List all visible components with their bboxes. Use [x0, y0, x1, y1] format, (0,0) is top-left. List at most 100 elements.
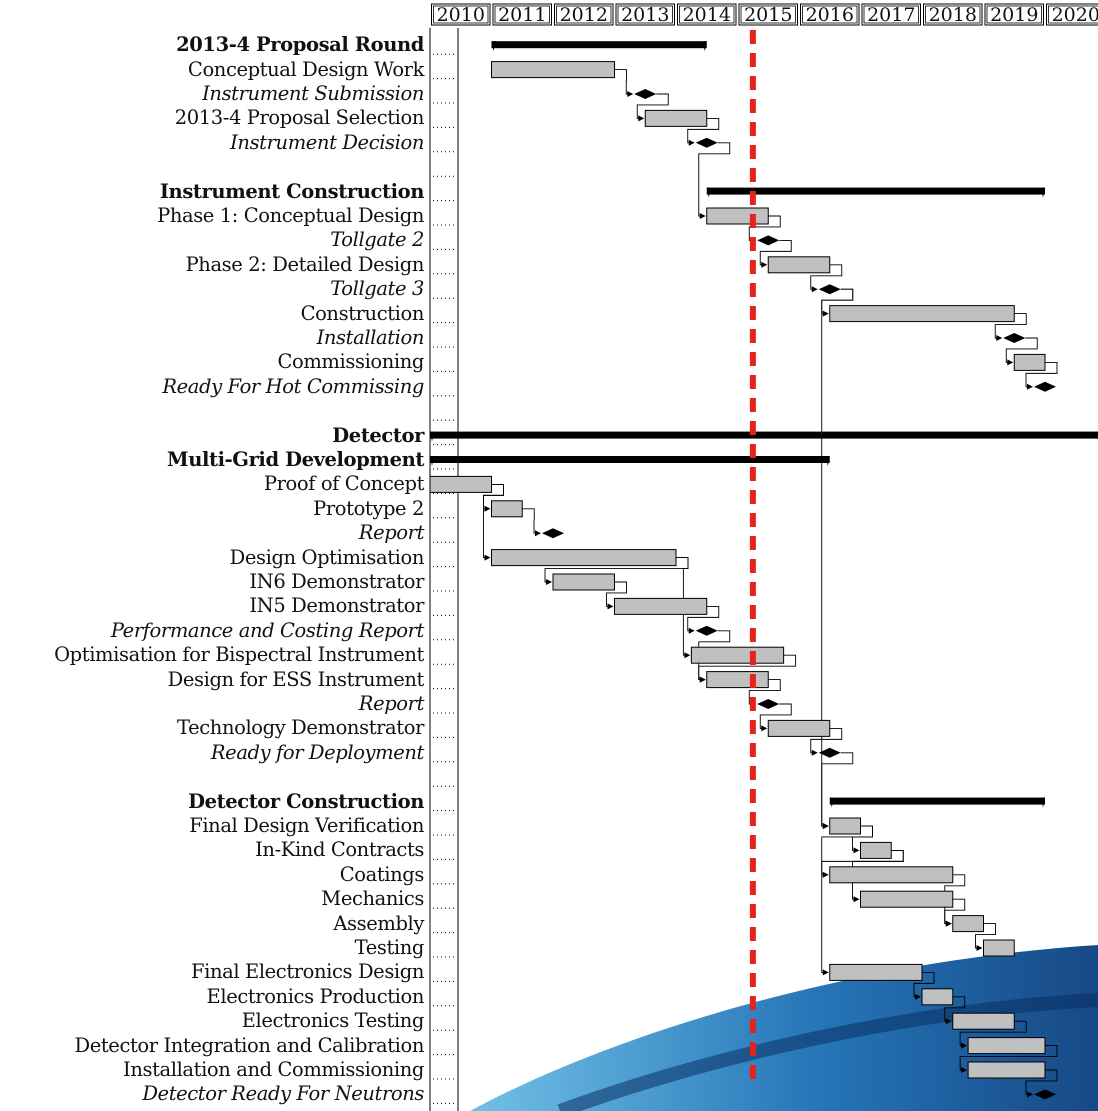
dependency-link [821, 825, 873, 973]
row-label: Instrument Submission [202, 82, 424, 105]
task-bar [491, 500, 523, 518]
year-label: 2011 [498, 4, 546, 26]
row-label: Construction [300, 301, 425, 325]
milestone-diamond [1034, 381, 1056, 392]
row-label: Installation [316, 326, 425, 349]
year-cell [492, 3, 552, 26]
row-label: Installation and Commissioning [123, 1058, 424, 1081]
year-cell [431, 3, 491, 26]
year-label: 2016 [806, 4, 854, 26]
dependency-arrowhead [484, 554, 491, 561]
row-label: In-Kind Contracts [255, 838, 424, 862]
background-swoosh [470, 945, 1098, 1111]
task-bar [952, 915, 984, 933]
dependency-link [913, 971, 935, 998]
group-bar [829, 797, 1045, 805]
group-bar-cap-right [825, 456, 830, 466]
task-bar [614, 597, 708, 615]
dependency-arrowhead [1027, 383, 1033, 390]
dependency-link [959, 1045, 1058, 1071]
year-label: 2019 [990, 4, 1038, 26]
dependency-arrowhead [484, 505, 491, 512]
dependency-link [1025, 361, 1058, 388]
year-cell [615, 3, 675, 26]
row-label: Prototype 2 [313, 496, 424, 520]
dependency-arrowhead [996, 335, 1003, 341]
row-label: Detector Construction [188, 789, 424, 813]
task-bar [829, 866, 954, 884]
row-label: Detector [332, 423, 424, 447]
task-bar [829, 963, 923, 981]
year-label: 2015 [744, 4, 792, 26]
row-label: Testing [354, 936, 425, 959]
dependency-link [483, 483, 504, 559]
year-cell [554, 3, 614, 26]
group-bar [430, 431, 1098, 439]
milestone-diamond [757, 699, 780, 709]
milestone-diamond [1003, 333, 1026, 343]
group-bar-cap-left [430, 431, 434, 442]
row-label: IN6 Demonstrator [249, 570, 424, 593]
dependency-arrowhead [961, 1042, 968, 1049]
dependency-arrowhead [1027, 1091, 1033, 1098]
dependency-arrowhead [811, 749, 818, 756]
dependency-link [606, 581, 627, 607]
row-label: Instrument Decision [230, 130, 424, 154]
task-bar [983, 939, 1015, 957]
row-label: Conceptual Design Work [187, 57, 424, 81]
row-label: Performance and Costing Report [110, 618, 425, 642]
dependency-arrowhead [688, 627, 695, 634]
row-label: Technology Demonstrator [177, 716, 424, 740]
year-cell [1046, 3, 1098, 26]
year-label: 2012 [560, 4, 608, 26]
dependency-link [1005, 337, 1038, 363]
dependency-link [994, 313, 1027, 339]
dependency-link [687, 117, 720, 144]
row-label: Instrument Construction [159, 179, 425, 203]
dependency-link [959, 1020, 1027, 1047]
row-label: Mechanics [321, 887, 424, 911]
dependency-link [1025, 1069, 1058, 1095]
year-label: 2014 [683, 4, 731, 26]
row-label: Report [358, 692, 425, 715]
row-label: Phase 1: Conceptual Design [157, 204, 424, 227]
dependency-link [821, 288, 854, 827]
group-bar-cap-left [706, 187, 711, 198]
row-label: Detector Integration and Calibration [74, 1033, 425, 1057]
dependency-arrowhead [811, 286, 818, 293]
dependency-link [759, 239, 792, 266]
milestone-diamond [695, 625, 718, 636]
year-label: 2018 [929, 4, 977, 26]
year-cell [923, 3, 983, 26]
task-bar [767, 719, 831, 737]
milestone-diamond [634, 89, 657, 99]
group-bar-cap-right [1041, 187, 1045, 198]
task-bar [1013, 353, 1046, 371]
dependency-arrowhead [761, 725, 768, 732]
year-cell [984, 3, 1044, 26]
year-cell-inner [802, 5, 858, 24]
row-label: Ready for Deployment [210, 740, 425, 764]
row-label: Ready For Hot Commissing [162, 374, 424, 398]
dependency-arrowhead [699, 213, 706, 219]
task-bar [860, 890, 954, 908]
row-label: Final Electronics Design [191, 960, 424, 984]
year-label: 2010 [437, 4, 485, 26]
dependency-arrowhead [535, 530, 541, 537]
group-bar-cap-left [829, 797, 834, 808]
milestone-diamond [542, 528, 564, 539]
row-label: Commissioning [277, 350, 424, 374]
row-label: Design Optimisation [229, 545, 425, 569]
dependency-arrowhead [961, 1067, 968, 1073]
milestone-diamond [818, 747, 841, 758]
task-bar [491, 61, 615, 79]
row-label: Tollgate 3 [330, 277, 424, 301]
dependency-link [522, 508, 539, 534]
dependency-link [698, 654, 797, 681]
row-label: Multi-Grid Development [167, 448, 424, 471]
milestone-diamond [695, 137, 718, 148]
task-bar [967, 1061, 1046, 1079]
dependency-link [810, 727, 843, 754]
